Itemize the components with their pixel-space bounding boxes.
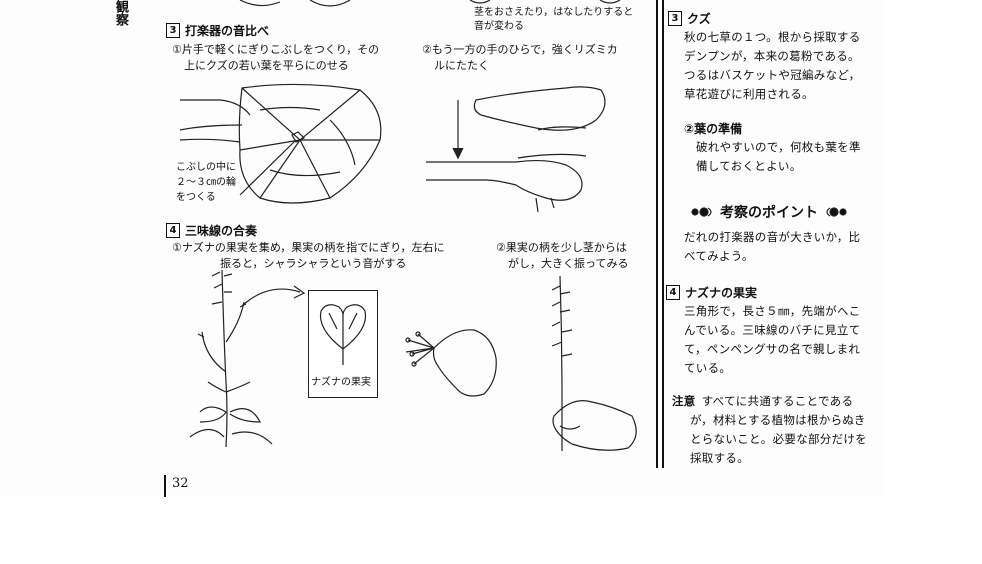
- sidebar-divider-left: [656, 0, 658, 468]
- section4-heading: 4 三味線の合奏: [166, 222, 257, 239]
- caution-label: 注意: [672, 394, 696, 408]
- page-number-rule: [164, 475, 166, 497]
- section4-title: 三味線の合奏: [185, 224, 258, 238]
- nazuna-title: ナズナの果実: [685, 286, 758, 300]
- nazuna-number: 4: [666, 285, 680, 300]
- caution-block: 注意 すべてに共通することである が，材料とする植物は根からぬき とらないこと。…: [672, 394, 867, 465]
- kuzu-heading: 3 クズ: [668, 10, 711, 27]
- top-right-drawing: [469, 0, 621, 4]
- points-title: 考察のポイント: [720, 205, 818, 221]
- side-label: 観察: [113, 0, 128, 26]
- kuzu-number: 3: [668, 11, 682, 26]
- section3-step1: ①片手で軽くにぎりこぶしをつくり，その 上にクズの若い葉を平らにのせる: [172, 43, 380, 72]
- points-ornament-right-icon: [826, 207, 847, 217]
- section3-heading: 3 打楽器の音比べ: [166, 22, 269, 39]
- nazuna-plant-drawing: [189, 269, 273, 448]
- page-sheet: [0, 0, 886, 496]
- section4-number: 4: [166, 223, 180, 238]
- sidebar-divider-right: [662, 0, 664, 468]
- points-heading: 考察のポイント: [690, 202, 848, 222]
- section3-title: 打楽器の音比べ: [185, 24, 270, 38]
- points-text: だれの打楽器の音が大きいか，比 べてみよう。: [684, 230, 861, 263]
- leaf-prep-heading: ②葉の準備: [684, 122, 743, 136]
- hand-shaking-drawing: [405, 329, 497, 397]
- fruit-heart-drawing: [319, 304, 367, 365]
- pointer-arrow-drawing: [241, 285, 306, 307]
- section3-step2: ②もう一方の手のひらで，強くリズミカ ルにたたく: [422, 43, 618, 72]
- nazuna-heading: 4 ナズナの果実: [666, 284, 757, 301]
- hands-tapping-drawing: [426, 86, 606, 213]
- fist-leaf-drawing: [179, 83, 382, 204]
- section3-number: 3: [166, 23, 180, 38]
- kuzu-text: 秋の七草の１つ。根から採取する デンプンが，本来の葛粉である。 つるはバスケット…: [684, 30, 861, 101]
- top-caption: 茎をおさえたり，はなしたりすると 音が変わる: [474, 7, 634, 32]
- top-leaf-drawing: [239, 0, 351, 7]
- page-number: 32: [172, 476, 189, 491]
- leaf-prep-text: 破れやすいので，何枚も葉を準 備しておくとよい。: [696, 140, 861, 173]
- section4-step2: ②果実の柄を少し茎からは がし，大きく振ってみる: [496, 241, 629, 270]
- fruit-box: ナズナの果実: [308, 290, 378, 398]
- nazuna-text: 三角形で，長さ５㎜，先端がへこ んでいる。三味線のバチに見立て て，ペンペングサ…: [684, 304, 861, 375]
- fruit-label: ナズナの果実: [311, 377, 371, 388]
- holding-stem-drawing: [551, 275, 637, 451]
- section4-step1: ①ナズナの果実を集め，果実の柄を指でにぎり，左右に 振ると，シャラシャラという音…: [172, 241, 445, 270]
- points-ornament-left-icon: [691, 207, 712, 217]
- section3-note: こぶしの中に ２～３㎝の輪 をつくる: [176, 162, 236, 203]
- kuzu-title: クズ: [687, 12, 711, 26]
